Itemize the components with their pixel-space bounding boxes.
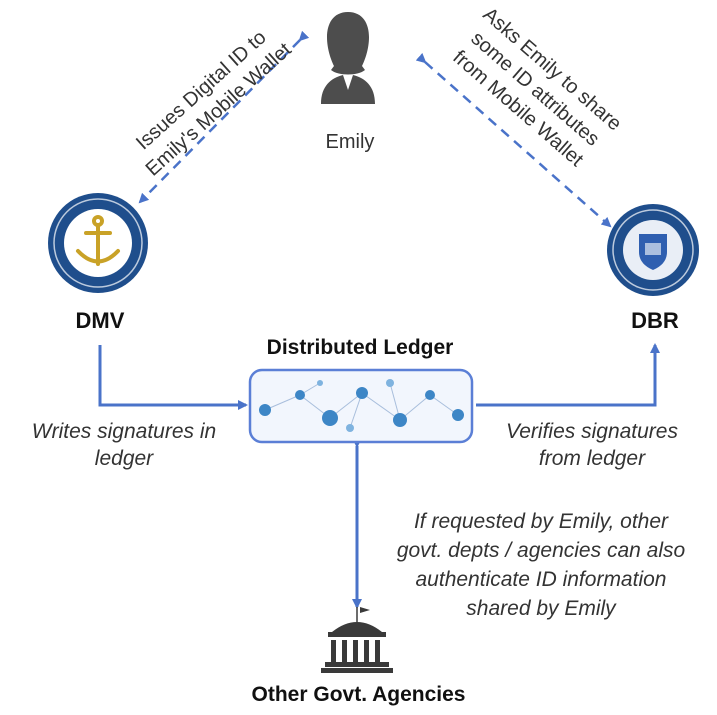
writes-label-line: ledger	[94, 447, 154, 470]
emily-dmv-connector	[138, 30, 310, 204]
verifies-label: Verifies signatures from ledger	[482, 418, 702, 472]
emily-dbr-connector	[415, 52, 612, 228]
writes-label: Writes signatures in ledger	[8, 418, 240, 472]
writes-label-line: Writes signatures in	[31, 420, 217, 443]
dbr-seal-icon	[607, 204, 699, 296]
requested-label-line: govt. depts / agencies can also	[396, 539, 686, 562]
requested-label-line: shared by Emily	[466, 597, 616, 620]
building-icon	[321, 607, 393, 673]
agencies-label: Other Govt. Agencies	[251, 683, 466, 706]
network-icon	[248, 368, 474, 444]
requested-label-line: If requested by Emily, other	[413, 510, 669, 533]
ledger-label: Distributed Ledger	[266, 336, 454, 359]
requested-label: If requested by Emily, other govt. depts…	[370, 507, 712, 623]
verifies-label-line: from ledger	[538, 447, 646, 470]
emily-label: Emily	[325, 131, 375, 153]
dmv-label: DMV	[75, 308, 125, 333]
person-icon	[321, 12, 375, 104]
verifies-label-line: Verifies signatures	[506, 420, 678, 443]
requested-label-line: authenticate ID information	[415, 568, 667, 591]
dbr-label: DBR	[631, 308, 679, 333]
dmv-seal-icon	[48, 193, 148, 293]
dmv-to-ledger-arrow	[98, 345, 248, 410]
ledger-to-dbr-arrow	[476, 343, 660, 407]
